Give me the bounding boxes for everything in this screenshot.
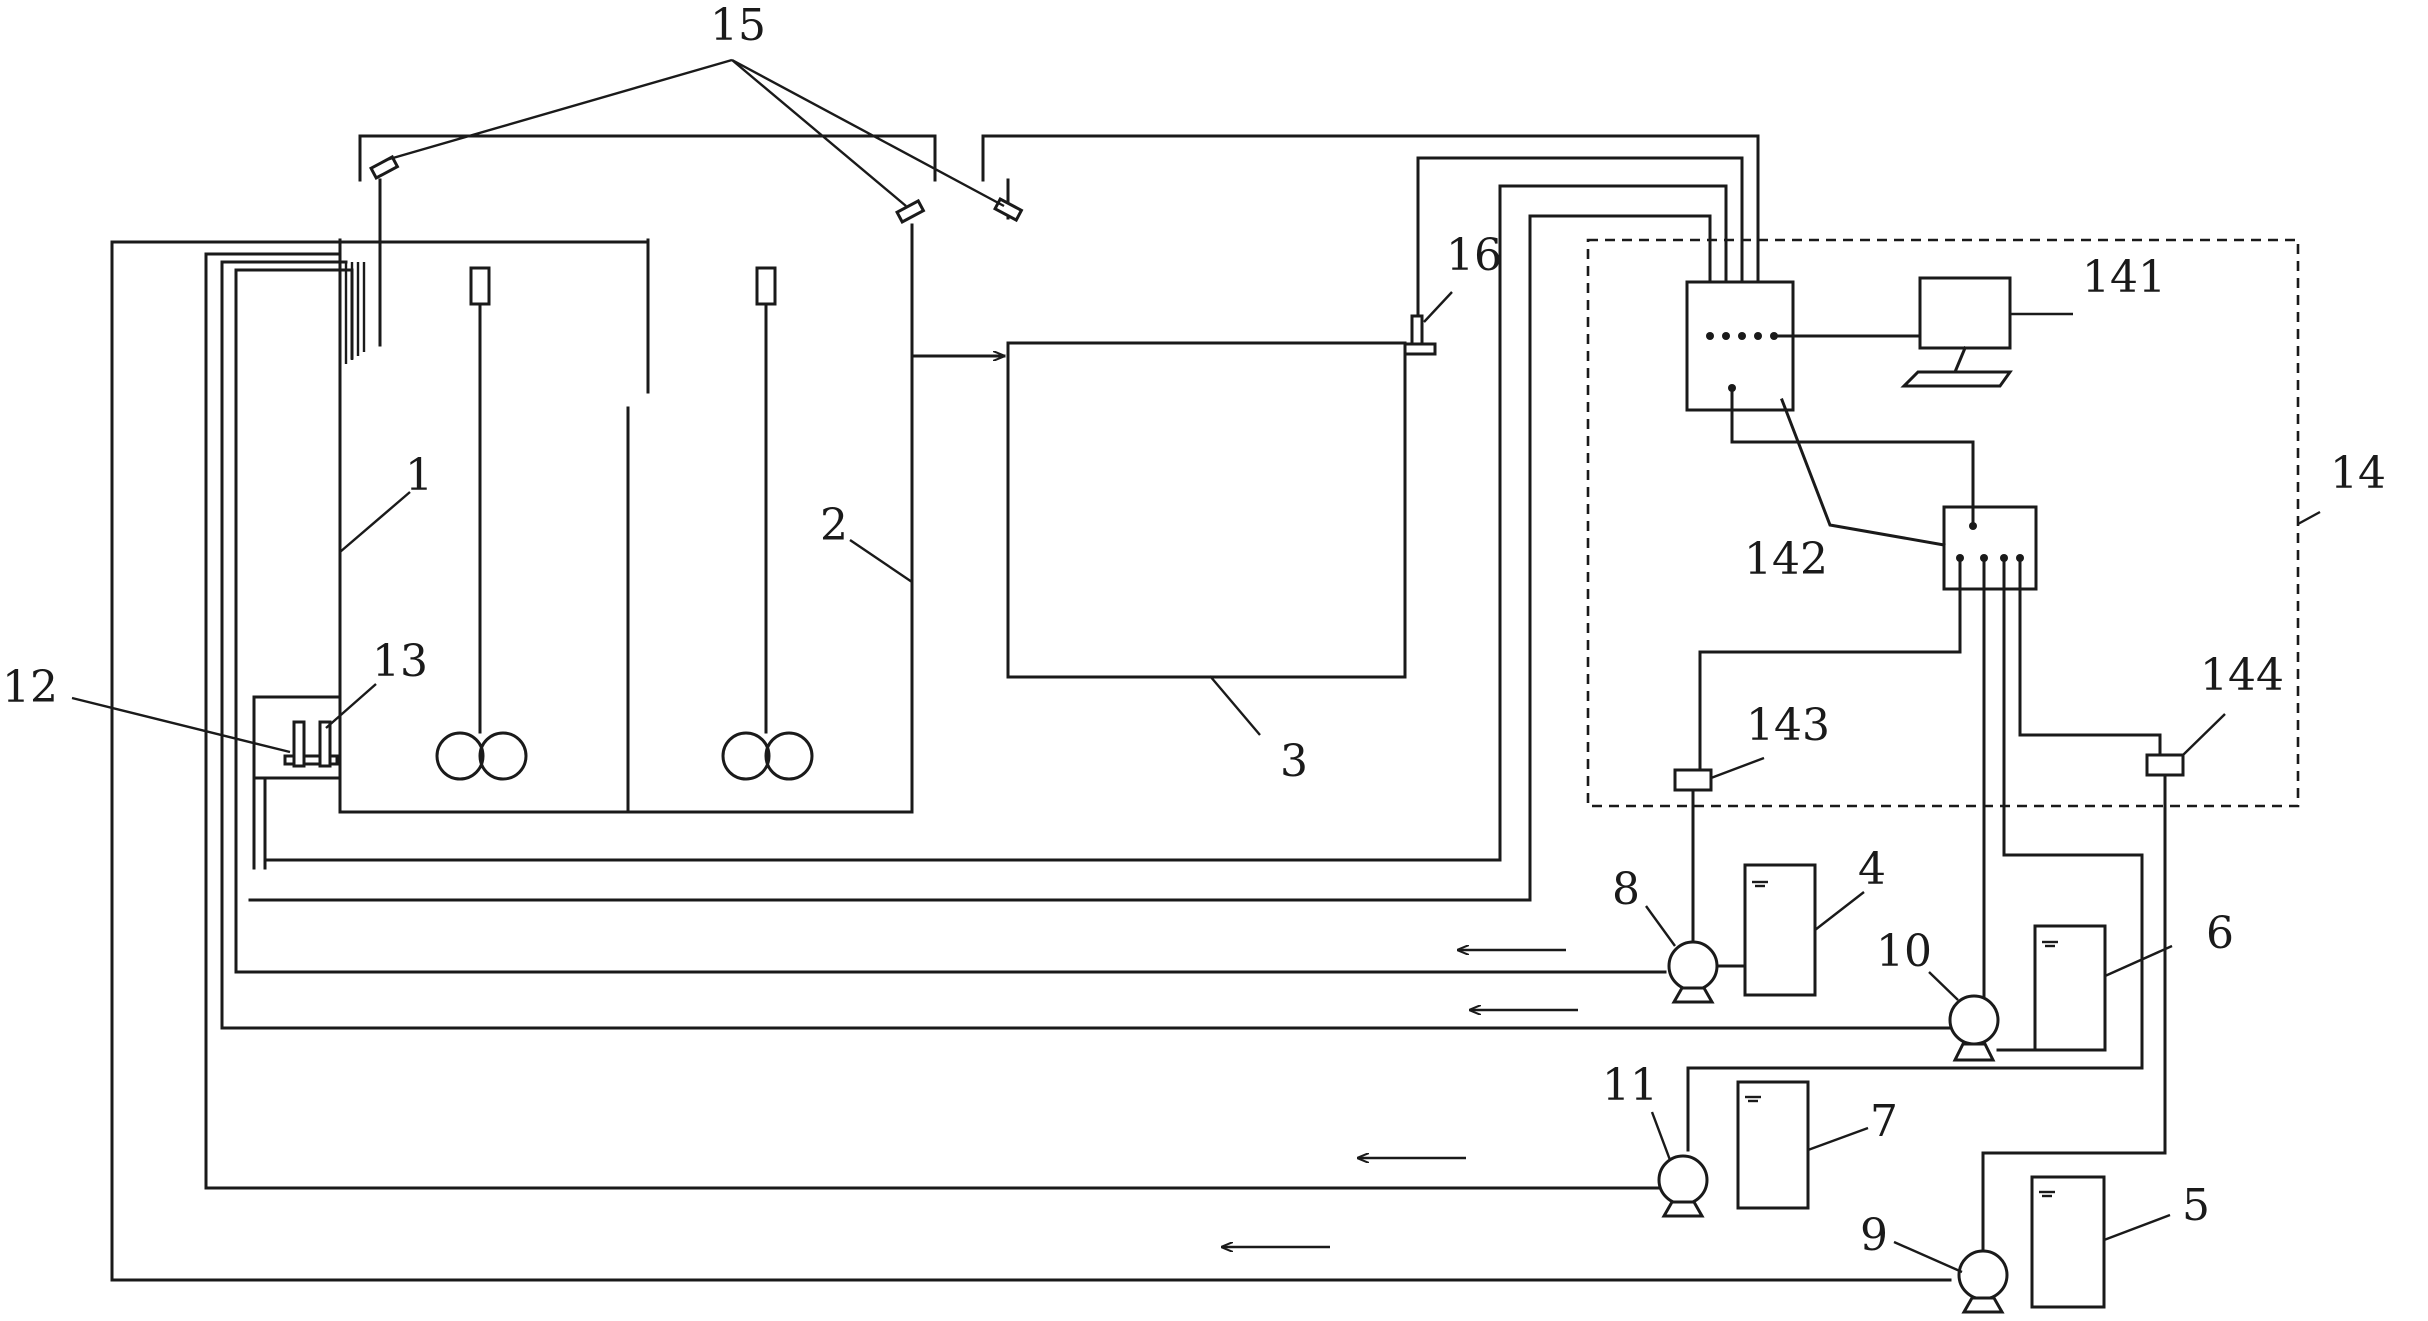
ctrl-line-143	[1698, 556, 1962, 770]
camera-15-a	[369, 154, 400, 180]
tank-6	[2033, 924, 2107, 1052]
pump-11	[1657, 1154, 1709, 1218]
return-pipe-9	[110, 240, 1952, 1282]
stirrer-right	[721, 266, 814, 781]
label-11: 11	[1602, 1060, 1658, 1111]
label-16: 16	[1446, 230, 1502, 281]
label-14: 14	[2330, 448, 2386, 499]
tank-5	[2030, 1175, 2106, 1309]
label-5: 5	[2182, 1180, 2210, 1231]
label-7: 7	[1870, 1096, 1898, 1147]
label-141: 141	[2082, 252, 2166, 303]
computer-141	[1772, 276, 2013, 388]
pump-8	[1667, 940, 1719, 1004]
label-4: 4	[1858, 844, 1886, 895]
tank-7	[1736, 1080, 1810, 1210]
plc-box	[1685, 280, 1795, 412]
ctrl-line-11	[1686, 556, 2144, 1152]
label-143: 143	[1746, 700, 1830, 751]
camera-rail	[358, 134, 937, 182]
label-9: 9	[1860, 1210, 1888, 1261]
return-pipe-10	[220, 260, 1952, 1030]
label-6: 6	[2206, 908, 2234, 959]
signal-line-2	[1528, 214, 1712, 872]
stirrer-left	[435, 266, 528, 781]
label-144: 144	[2200, 650, 2284, 701]
signal-line-1	[1498, 184, 1728, 862]
signal-line-sensor	[263, 858, 1502, 870]
leader-lines	[71, 58, 2321, 1274]
ctrl-line-144	[2018, 556, 2162, 758]
pump-9	[1957, 1249, 2009, 1314]
level-sensor-16	[1403, 314, 1437, 356]
sensor-bracket	[252, 695, 342, 780]
controller-142	[1942, 505, 2038, 591]
label-15: 15	[710, 0, 766, 51]
label-8: 8	[1612, 864, 1640, 915]
label-1: 1	[405, 450, 433, 501]
flowmeter-143	[1673, 768, 1713, 792]
signal-line-level	[1416, 156, 1744, 318]
settling-tank	[1006, 341, 1407, 679]
return-pipe-11	[204, 252, 1662, 1190]
flowmeter-144	[2145, 753, 2185, 777]
label-3: 3	[1280, 736, 1308, 787]
camera-15-b	[895, 198, 926, 224]
tank-4	[1715, 863, 1817, 997]
return-pipe-8	[234, 268, 1667, 974]
label-13: 13	[372, 636, 428, 687]
label-12: 12	[2, 662, 58, 713]
label-2: 2	[820, 500, 848, 551]
label-10: 10	[1876, 926, 1932, 977]
label-142: 142	[1744, 534, 1828, 585]
